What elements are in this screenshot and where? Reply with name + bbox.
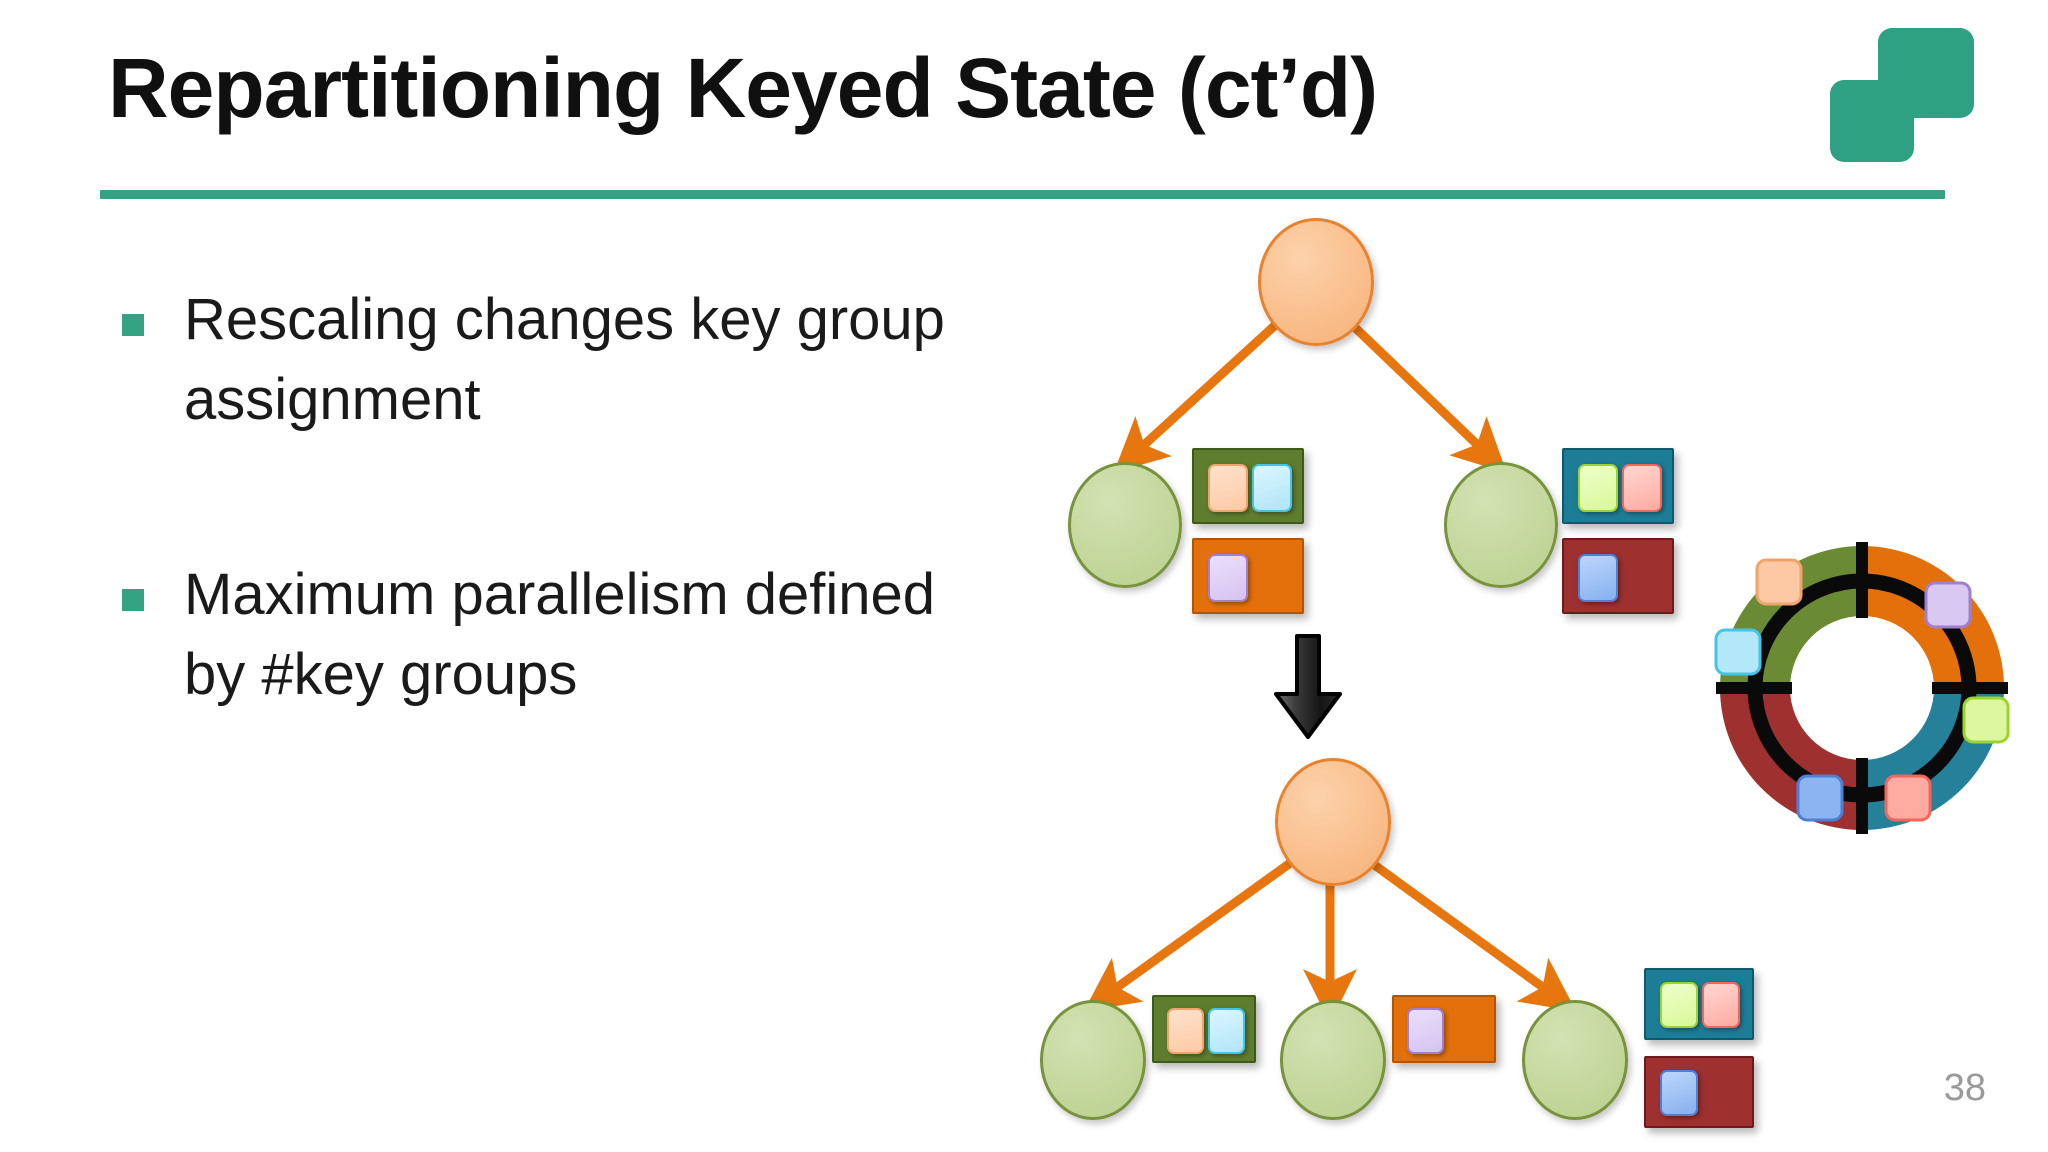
chip-pink	[1622, 464, 1662, 512]
job-manager-node[interactable]	[1258, 218, 1374, 346]
square-bullet-icon	[122, 589, 144, 612]
ring-chip-blue	[1796, 774, 1844, 822]
brand-logo	[1830, 28, 1980, 166]
list-item: Maximum parallelism defined by #key grou…	[110, 555, 1010, 715]
key-group-ring	[1714, 542, 2010, 834]
task-node-1[interactable]	[1068, 462, 1182, 588]
key-group-orange[interactable]	[1192, 538, 1304, 614]
ring-chip-lavender	[1924, 581, 1972, 629]
chip-lime	[1578, 464, 1618, 512]
ring-center-hole	[1792, 618, 1932, 758]
chip-cyan	[1208, 1008, 1245, 1054]
task-node-3[interactable]	[1522, 1000, 1628, 1120]
page-number: 38	[1943, 1067, 1986, 1109]
chip-blue	[1578, 554, 1618, 602]
ring-chip-pink	[1884, 774, 1932, 822]
chip-cyan	[1252, 464, 1292, 512]
ring-chip-lime	[1962, 696, 2010, 744]
key-group-teal[interactable]	[1644, 968, 1754, 1040]
chip-lime	[1660, 982, 1698, 1028]
chip-blue	[1660, 1070, 1698, 1116]
key-group-maroon[interactable]	[1644, 1056, 1754, 1128]
task-node-1[interactable]	[1040, 1000, 1146, 1120]
chip-lavender	[1407, 1008, 1444, 1054]
key-group-olive[interactable]	[1152, 995, 1256, 1063]
chip-peach	[1208, 464, 1248, 512]
chip-lavender	[1208, 554, 1248, 602]
title-underline-rule	[100, 190, 1945, 199]
key-group-olive[interactable]	[1192, 448, 1304, 524]
chip-peach	[1167, 1008, 1204, 1054]
task-node-2[interactable]	[1280, 1000, 1386, 1120]
key-group-maroon[interactable]	[1562, 538, 1674, 614]
down-arrow-icon	[1274, 634, 1342, 739]
square-bullet-icon	[122, 314, 144, 336]
page-title: Repartitioning Keyed State (ct’d)	[108, 41, 1378, 135]
list-item: Rescaling changes key group assignment	[110, 280, 1010, 440]
key-group-orange[interactable]	[1392, 995, 1496, 1063]
logo-square-large-icon	[1878, 28, 1974, 118]
ring-chip-peach	[1755, 558, 1803, 606]
job-manager-node[interactable]	[1275, 758, 1391, 886]
chip-pink	[1702, 982, 1740, 1028]
bullet-list: Rescaling changes key group assignment M…	[110, 280, 1010, 775]
key-group-teal[interactable]	[1562, 448, 1674, 524]
bullet-text: Maximum parallelism defined by #key grou…	[184, 562, 936, 708]
ring-chip-cyan	[1714, 628, 1762, 676]
task-node-2[interactable]	[1444, 462, 1558, 588]
bullet-text: Rescaling changes key group assignment	[184, 287, 945, 433]
